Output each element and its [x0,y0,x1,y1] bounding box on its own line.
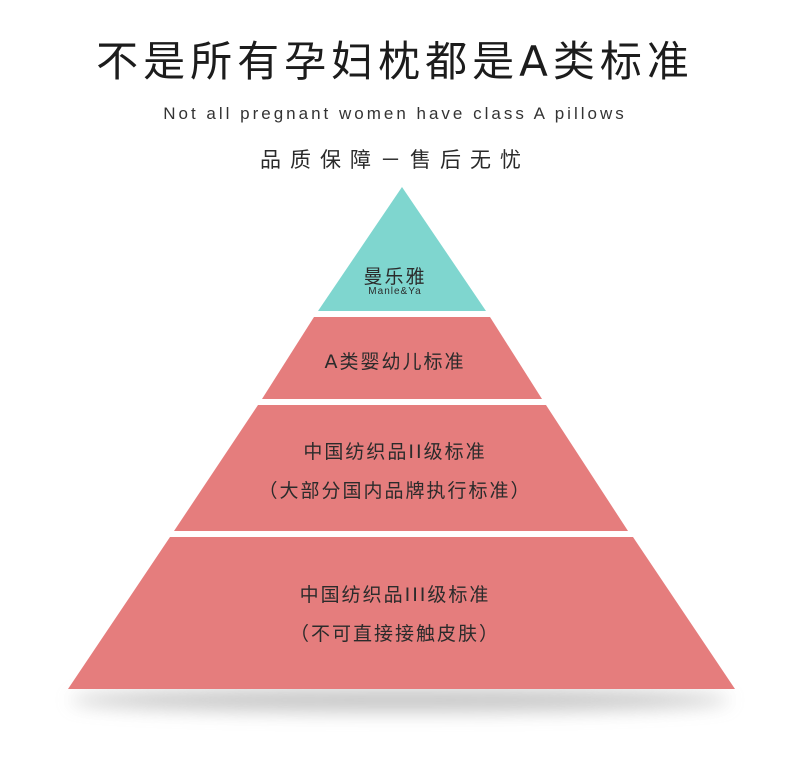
tier-3-note: （大部分国内品牌执行标准） [258,480,532,502]
pyramid-tier-3-shape [174,405,628,531]
tier-4-note: （不可直接接触皮肤） [289,623,500,645]
subtitle-english: Not all pregnant women have class A pill… [163,104,627,123]
pyramid-tier-1-shape [318,187,486,311]
pyramid-tier-2-shape [262,317,542,399]
page-title: 不是所有孕妇枕都是A类标准 [96,37,694,86]
pyramid-shadow [70,688,730,712]
tier-1-label: 曼乐雅 [363,266,427,288]
subtitle-chinese: 品质保障－售后无忧 [260,148,530,172]
pyramid-tier-4-shape [68,537,735,689]
tier-3-label: 中国纺织品II级标准 [303,441,487,463]
tier-4-label: 中国纺织品III级标准 [299,584,491,606]
tier-1-label-english: Manle&Ya [368,286,422,297]
tier-2-label: A类婴幼儿标准 [324,351,466,373]
